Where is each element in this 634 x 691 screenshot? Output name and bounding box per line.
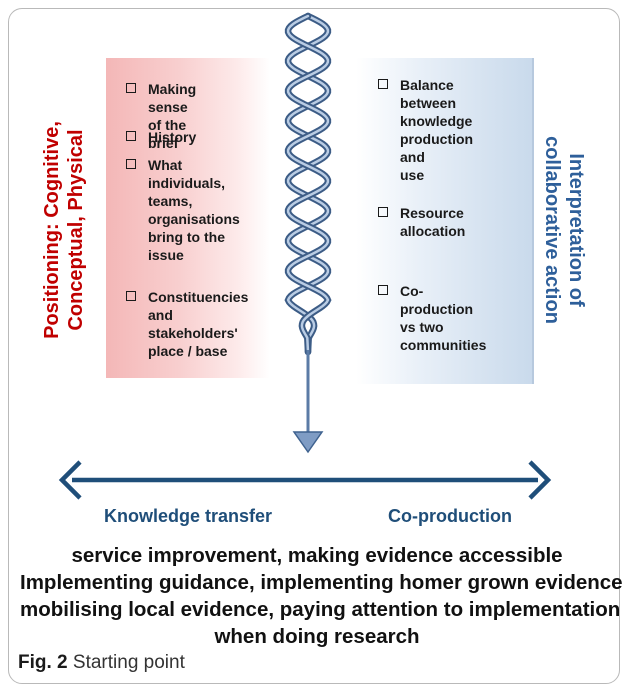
- summary-line: Implementing guidance, implementing home…: [20, 571, 623, 594]
- double-arrow: [58, 460, 552, 500]
- checkbox-icon: [378, 207, 388, 217]
- figure-caption: Fig. 2 Starting point: [18, 652, 185, 674]
- checkbox-icon: [126, 291, 136, 301]
- interpretation-label-line-2: collaborative action: [541, 136, 563, 324]
- checkbox-icon: [126, 159, 136, 169]
- interpretation-panel: [356, 58, 534, 384]
- co-production-label: Co-production: [388, 506, 512, 526]
- helix-strands: [284, 12, 332, 356]
- knowledge-transfer-label: Knowledge transfer: [104, 506, 273, 526]
- checkbox-icon: [378, 79, 388, 89]
- positioning-label: Positioning: Cognitive, Conceptual, Phys…: [40, 80, 88, 380]
- helix-strand-highlight-2: [286, 14, 330, 354]
- summary-text: service improvement, making evidence acc…: [20, 542, 623, 650]
- positioning-panel: [106, 58, 270, 378]
- positioning-item: History: [122, 128, 196, 146]
- figure-number: Fig. 2: [18, 652, 68, 673]
- summary-line: service improvement, making evidence acc…: [71, 544, 563, 567]
- figure-title: Starting point: [72, 652, 185, 673]
- checkbox-icon: [378, 285, 388, 295]
- summary-line: when doing research: [214, 625, 420, 648]
- interpretation-label-line-1: Interpretation of: [565, 153, 587, 307]
- down-arrowhead: [292, 431, 324, 454]
- summary-line: mobilising local evidence, paying attent…: [20, 598, 621, 621]
- checkbox-icon: [126, 131, 136, 141]
- positioning-label-line-1: Positioning: Cognitive,: [41, 121, 63, 339]
- checkbox-icon: [126, 83, 136, 93]
- interpretation-label: Interpretation of collaborative action: [540, 80, 588, 380]
- figure-frame: [8, 8, 620, 684]
- positioning-label-line-2: Conceptual, Physical: [65, 129, 87, 331]
